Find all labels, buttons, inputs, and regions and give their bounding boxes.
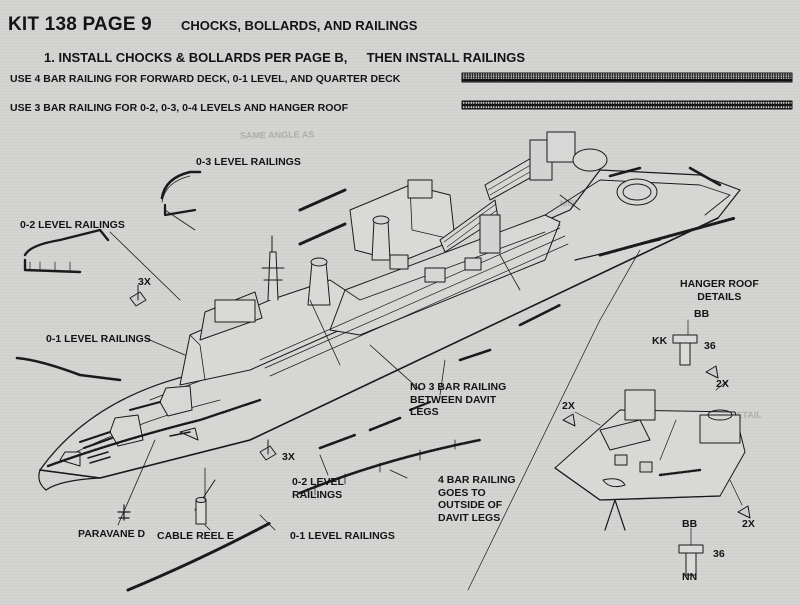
label-paravane-d: PARAVANE D <box>78 528 146 540</box>
label-level-01-railings-bottom: 0-1 LEVEL RAILINGS <box>290 530 395 542</box>
step-1-part-a: 1. INSTALL CHOCKS & BOLLARDS PER PAGE B, <box>44 50 348 65</box>
label-qty-3x: 3X <box>282 451 295 463</box>
hanger-roof-details-title: HANGER ROOF DETAILS <box>680 278 759 303</box>
label-qty-2x: 2X <box>562 400 575 412</box>
part-number-36: 36 <box>713 548 725 560</box>
railing-sample-3bar <box>461 100 793 110</box>
step-1-part-b: THEN INSTALL RAILINGS <box>366 50 526 65</box>
leader-lines <box>109 194 581 531</box>
label-line: HANGER ROOF <box>680 278 759 290</box>
label-line: RAILINGS <box>292 488 343 501</box>
label-line: NO 3 BAR RAILING <box>410 381 507 393</box>
ship-hull <box>38 169 741 491</box>
part-number-36: 36 <box>704 340 716 352</box>
label-level-02-railings-bottom: 0-2 LEVEL RAILINGS <box>292 476 344 501</box>
page-title: CHOCKS, BOLLARDS, AND RAILINGS <box>181 18 418 33</box>
railing-4bar-instruction: USE 4 BAR RAILING FOR FORWARD DECK, 0-1 … <box>10 73 401 85</box>
davit-cranes <box>439 131 658 254</box>
label-4bar-railing-davit: 4 BAR RAILING GOES TO OUTSIDE OF DAVIT L… <box>438 474 516 524</box>
step-1-instruction: 1. INSTALL CHOCKS & BOLLARDS PER PAGE B,… <box>44 50 526 65</box>
label-level-01-railings: 0-1 LEVEL RAILINGS <box>46 333 151 345</box>
label-cable-reel-e: CABLE REEL E <box>157 530 234 542</box>
railing-3bar-instruction: USE 3 BAR RAILING FOR 0-2, 0-3, 0-4 LEVE… <box>10 102 348 114</box>
label-line: 4 BAR RAILING <box>438 474 516 486</box>
label-line: GOES TO <box>438 486 486 499</box>
part-label-bb: BB <box>682 518 698 530</box>
part-label-nn: NN <box>682 571 698 583</box>
kit-page-heading: KIT 138 PAGE 9 <box>8 14 152 35</box>
hanger-roof-detail <box>467 249 751 591</box>
label-qty-2x: 2X <box>742 518 755 530</box>
part-label-kk: KK <box>652 335 668 347</box>
label-level-03-railings: 0-3 LEVEL RAILINGS <box>196 156 301 168</box>
part-label-bb: BB <box>694 308 710 320</box>
label-no-3bar-railing: NO 3 BAR RAILING BETWEEN DAVIT LEGS <box>410 381 506 419</box>
small-parts <box>117 284 277 525</box>
railing-sample-4bar <box>461 72 793 83</box>
label-line: BETWEEN DAVIT <box>410 393 497 406</box>
label-line: DAVIT LEGS <box>438 511 501 524</box>
label-qty-2x: 2X <box>716 378 729 390</box>
label-qty-3x: 3X <box>138 276 151 288</box>
label-level-02-railings: 0-2 LEVEL RAILINGS <box>20 219 125 231</box>
label-line: DETAILS <box>697 290 742 303</box>
label-line: OUTSIDE OF <box>438 499 503 512</box>
label-line: 0-2 LEVEL <box>292 476 344 488</box>
label-line: LEGS <box>410 406 439 419</box>
